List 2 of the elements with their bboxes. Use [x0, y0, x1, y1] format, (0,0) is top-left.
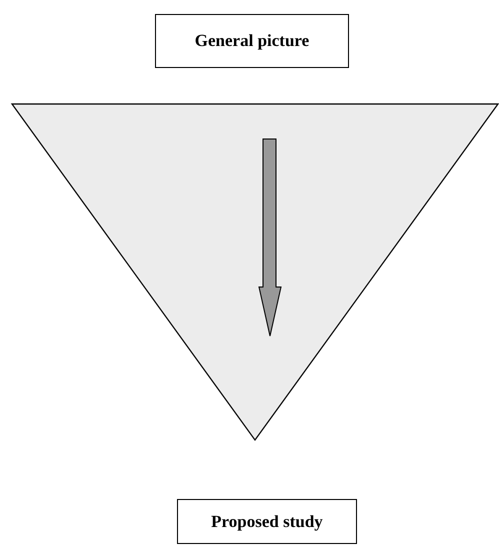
- text-box: General picture: [155, 14, 349, 68]
- text-box: Proposed study: [177, 499, 357, 544]
